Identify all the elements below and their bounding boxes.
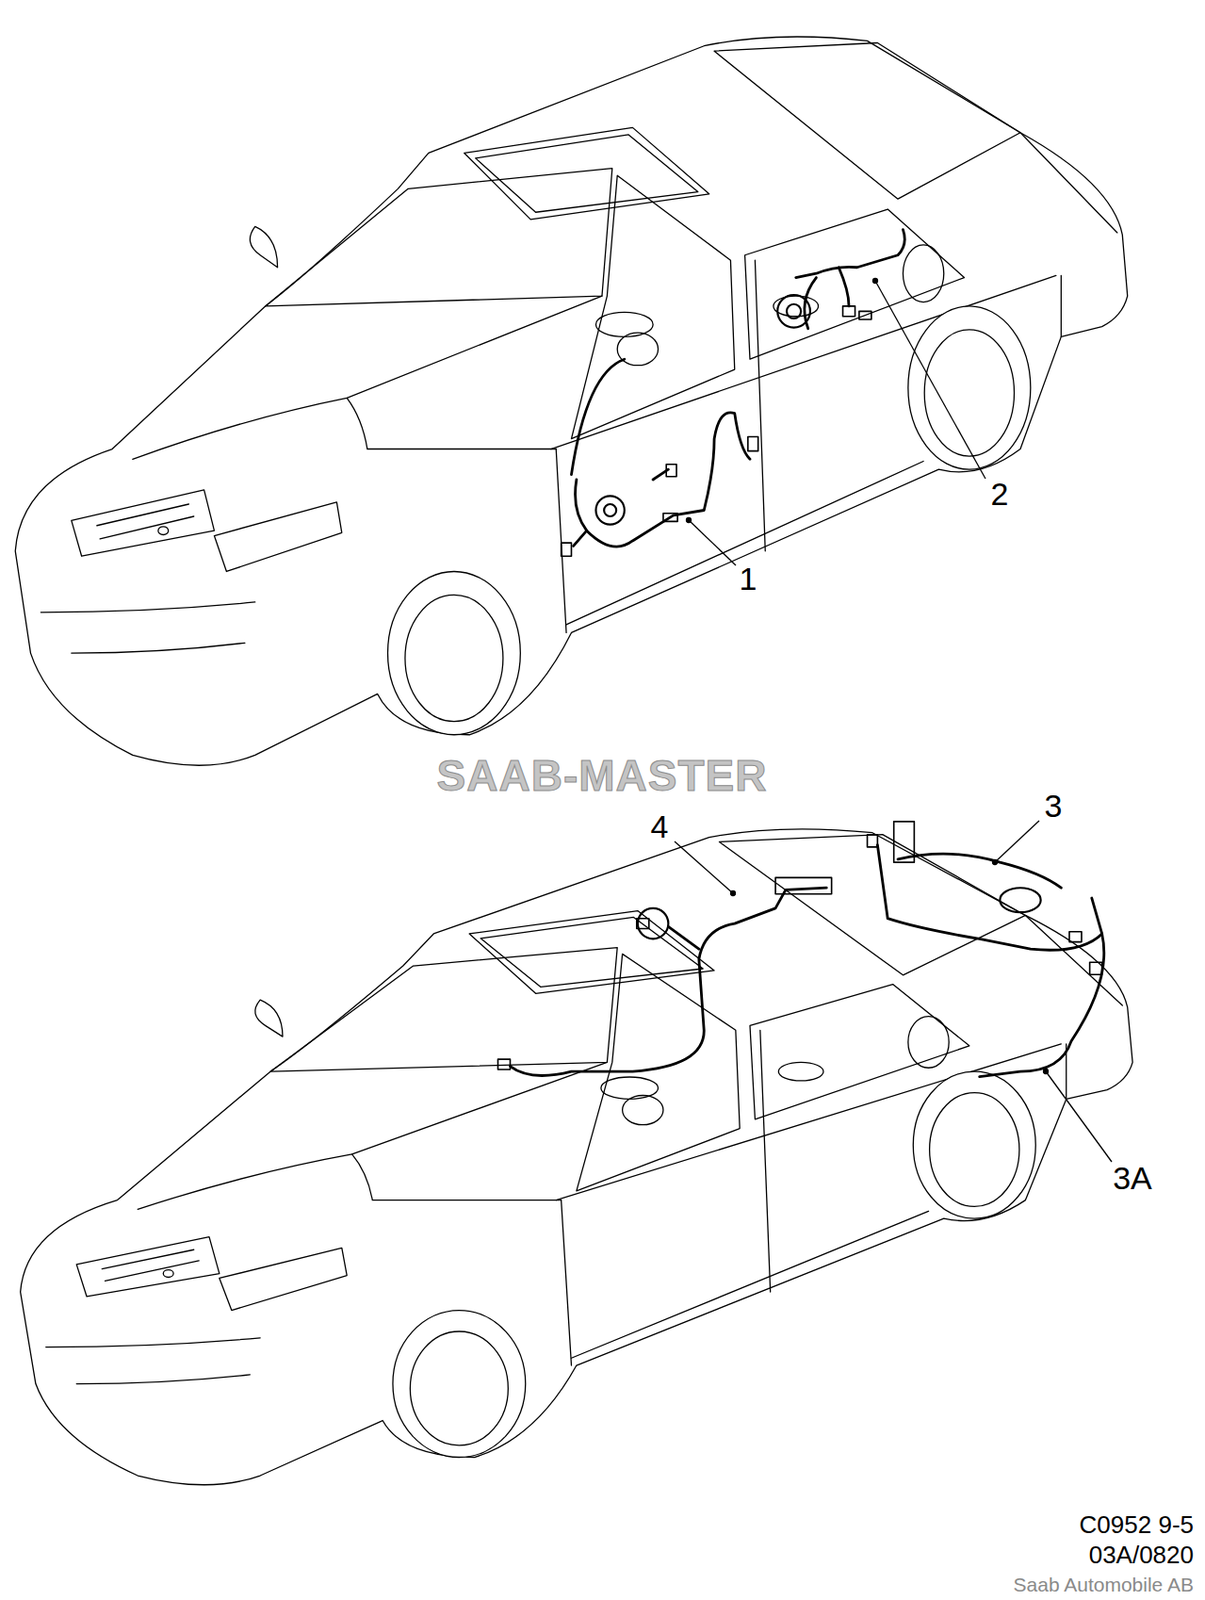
leader-line xyxy=(688,520,736,566)
car-outline xyxy=(20,829,1133,1485)
leader-line xyxy=(686,518,692,523)
leader-line xyxy=(875,280,986,479)
wiring-harness xyxy=(666,464,677,477)
wiring-harness xyxy=(859,310,872,320)
wiring-harness xyxy=(777,294,811,328)
wiring-harness xyxy=(603,504,617,517)
wiring-harness xyxy=(570,358,624,474)
leader-line xyxy=(993,860,998,865)
wiring-harness xyxy=(894,821,915,863)
watermark: SAAB-MASTER xyxy=(437,751,768,800)
wiring-harness xyxy=(838,267,849,307)
leader-line xyxy=(674,841,733,894)
wiring-harness xyxy=(663,513,678,522)
wiring-harness xyxy=(561,542,572,556)
wiring-harness xyxy=(510,887,828,1075)
wiring-harness xyxy=(843,306,856,317)
wiring-harness xyxy=(775,877,832,894)
wiring-harness xyxy=(1069,931,1082,943)
wiring-harness xyxy=(979,933,1105,1077)
wiring-harness xyxy=(867,834,879,847)
wiring-harness xyxy=(1090,961,1103,975)
wiring-harness xyxy=(498,229,1105,1077)
callout-number: 1 xyxy=(739,561,758,597)
wiring-harness xyxy=(636,918,650,929)
wiring-harness xyxy=(999,887,1041,912)
leader-line xyxy=(1045,1071,1112,1162)
callout-number: 4 xyxy=(651,809,669,845)
wiring-harness xyxy=(498,1058,511,1070)
car-outline xyxy=(15,36,1127,766)
leader-line xyxy=(873,278,879,284)
drawing-code: C0952 9-5 xyxy=(1079,1511,1194,1539)
drawing-code: 03A/0820 xyxy=(1089,1541,1194,1569)
leader-line xyxy=(731,891,736,896)
leader-line xyxy=(674,278,1112,1163)
leader-line xyxy=(994,820,1040,863)
callout-number: 2 xyxy=(991,476,1010,512)
wiring-harness xyxy=(877,845,1102,951)
wiring-harness xyxy=(637,908,668,939)
leader-line xyxy=(1043,1069,1049,1075)
wiring-harness xyxy=(796,229,906,278)
wiring-harness xyxy=(748,437,759,452)
callout-number: 3 xyxy=(1044,788,1063,824)
maker-name: Saab Automobile AB xyxy=(1013,1573,1194,1596)
callout-number: 3A xyxy=(1112,1160,1153,1196)
wiring-harness xyxy=(595,495,624,524)
wiring-harness xyxy=(786,304,801,319)
wiring-harness xyxy=(573,469,669,546)
wiring-harness xyxy=(897,853,1061,888)
wiring-harness xyxy=(667,926,699,949)
wiring-harness xyxy=(575,412,750,547)
